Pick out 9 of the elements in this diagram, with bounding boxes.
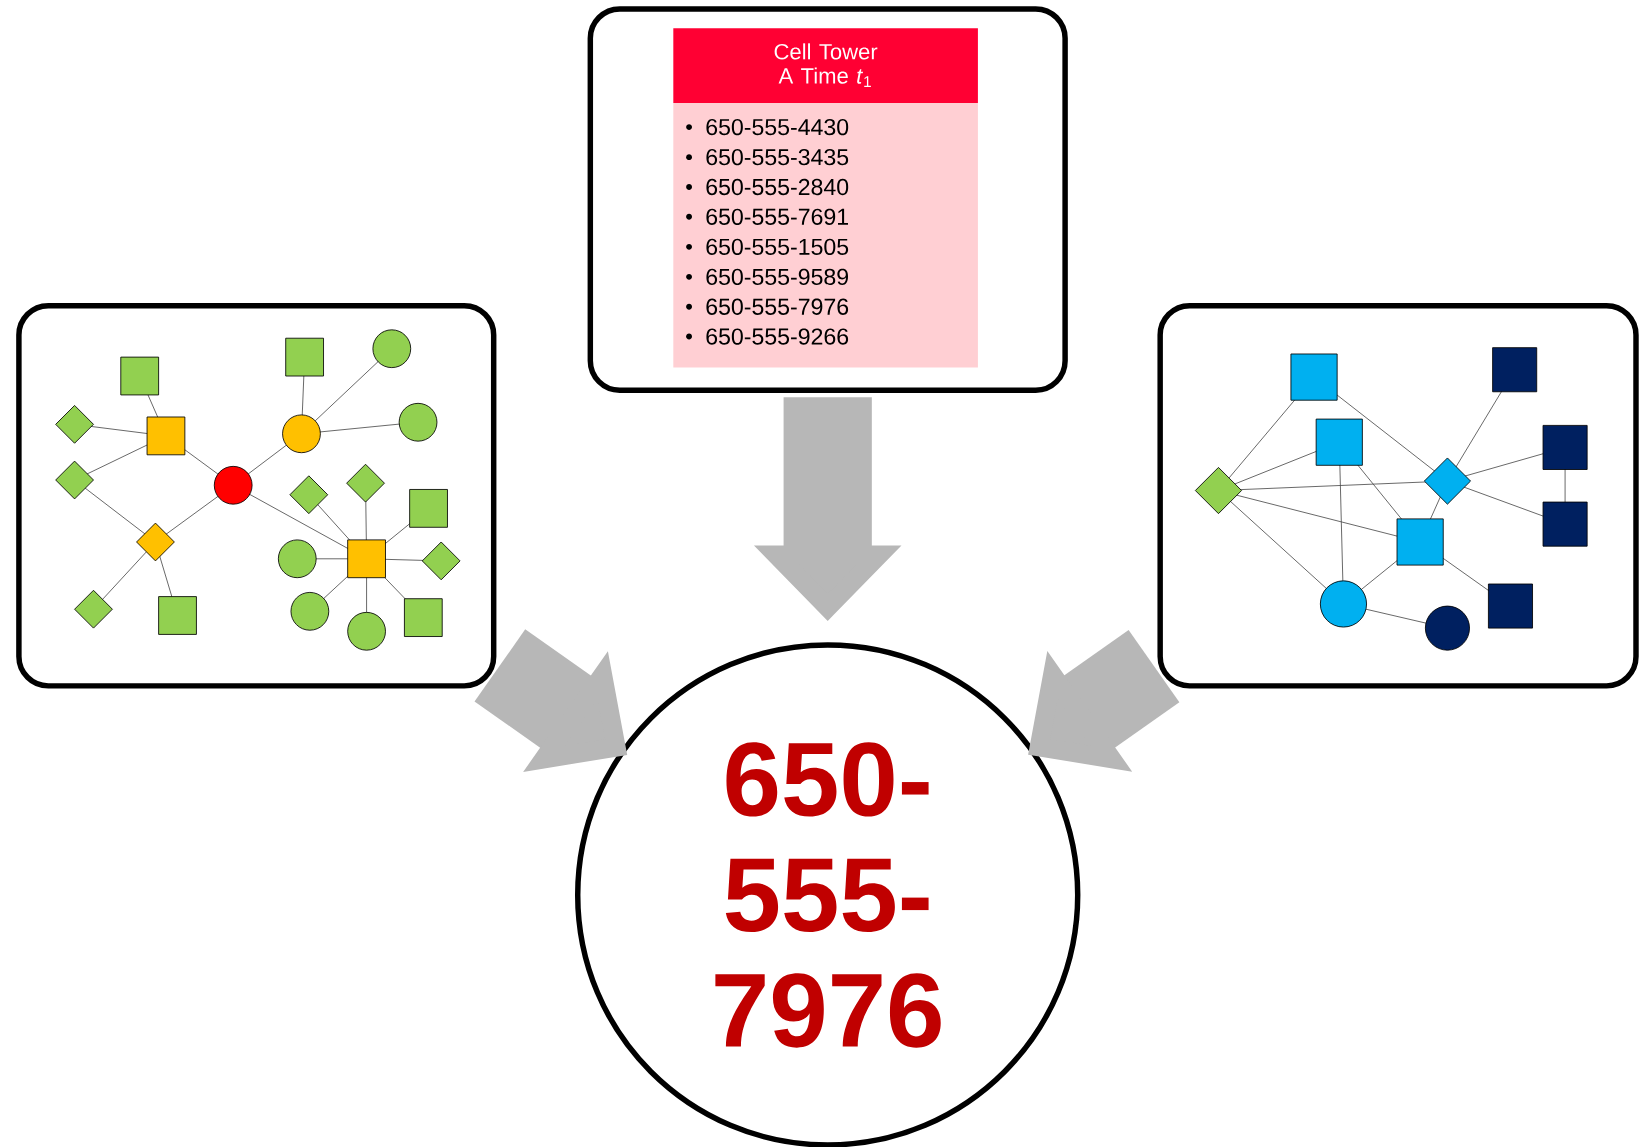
list-item: 650-555-9266: [686, 328, 849, 345]
list-item: 650-555-9589: [686, 268, 848, 286]
table-header: Cell Tower A Time t$_{1}$: [673, 28, 978, 103]
list-item: 650-555-7691: [686, 208, 848, 225]
list-item: 650-555-1505: [686, 238, 849, 255]
list-item: 650-555-3435: [686, 148, 849, 166]
list-item: 650-555-7976: [686, 298, 849, 315]
list-item: 650-555-4430: [686, 118, 849, 136]
list-item: 650-555-2840: [686, 178, 849, 196]
